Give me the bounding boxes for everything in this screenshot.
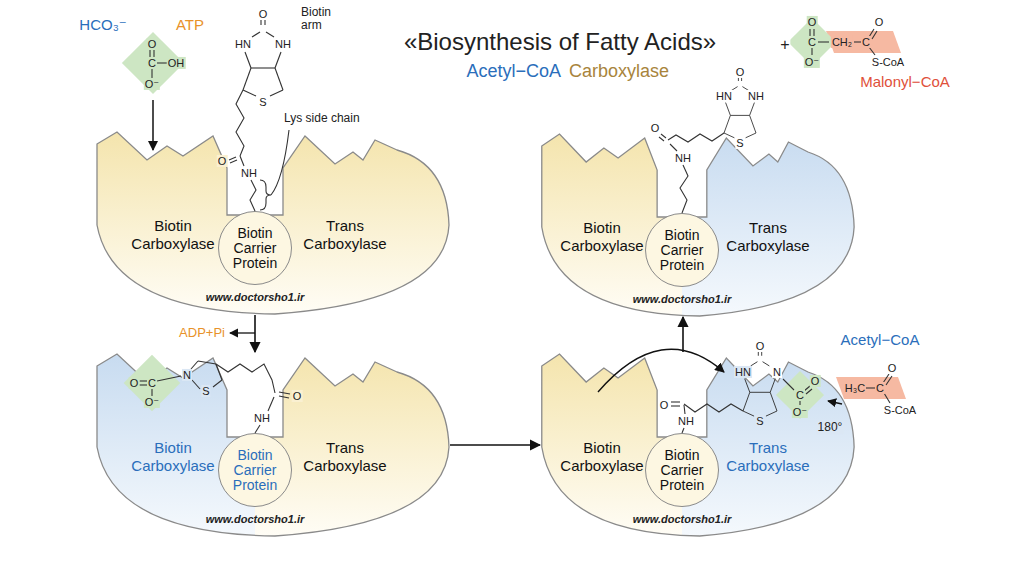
subunit-region: Biotin Carboxylase [123, 439, 223, 475]
subunit-region: Trans Carboxylase [295, 217, 395, 253]
atom-label: NH [677, 415, 695, 427]
watermark: www.doctorsho1.ir [206, 291, 305, 303]
product-label: Malonyl−CoA [859, 74, 951, 91]
atom-label: N [182, 369, 192, 381]
subunit-name: Trans Carboxylase [295, 439, 395, 475]
atom-label: O [292, 390, 303, 402]
atom-label: S-CoA [871, 56, 905, 68]
atom-label: HN [734, 366, 752, 378]
carrier-protein-circle: Biotin Carrier Protein [645, 213, 719, 287]
atom-label: NH [674, 152, 692, 164]
subunit-region: Trans Carboxylase [718, 219, 818, 255]
subunit-name: Trans Carboxylase [718, 439, 818, 475]
carrier-protein-circle: Biotin Carrier Protein [218, 433, 292, 507]
atom-label: C [147, 377, 157, 389]
atom-label: CH₂ [831, 36, 853, 48]
subunit-region: Biotin Carboxylase [552, 439, 652, 475]
subunit-name: Trans Carboxylase [295, 217, 395, 253]
atom-label: O [258, 8, 269, 20]
atom-label: C [795, 389, 805, 401]
atom-label: S [201, 385, 210, 397]
atom-label: O [650, 122, 661, 134]
atom-label: O [874, 16, 885, 28]
atom-label: OH [167, 57, 186, 69]
atom-label: O [217, 155, 228, 167]
atom-label: C [147, 57, 157, 69]
subunit-name: Biotin Carboxylase [552, 219, 652, 255]
subunit-name: Biotin Carrier Protein [653, 448, 711, 493]
enzyme-complex: www.doctorsho1.ir Biotin CarboxylaseBioti… [540, 132, 855, 317]
atom-label: N [772, 366, 782, 378]
subunit-region: Biotin Carboxylase [123, 217, 223, 253]
atom-label: NH [240, 167, 258, 179]
atom-label: O [147, 38, 158, 50]
atom-label: O [129, 377, 140, 389]
atom-label: O⁻ [792, 406, 808, 418]
atom-label: O [887, 362, 898, 374]
callout-label: Lys side chain [283, 112, 361, 125]
atom-label: O [807, 16, 818, 28]
flow-arrow [450, 444, 540, 446]
atom-label: O [659, 399, 670, 411]
watermark: www.doctorsho1.ir [633, 513, 732, 525]
flow-arrow [682, 317, 684, 352]
watermark: www.doctorsho1.ir [633, 293, 732, 305]
enzyme-complex: www.doctorsho1.ir Biotin CarboxylaseBioti… [540, 352, 855, 537]
plus-sign: + [779, 36, 790, 54]
subunit-region: Trans Carboxylase [718, 439, 818, 475]
diagram-title: «Biosynthesis of Fatty Acids» [404, 29, 716, 55]
atom-label: S [735, 137, 744, 149]
subunit-name: Biotin Carrier Protein [226, 226, 284, 271]
reactant-label: HCO₃⁻ [78, 17, 127, 34]
atom-label: O⁻ [144, 396, 160, 408]
subunit-name: Biotin Carrier Protein [226, 448, 284, 493]
atom-label: S [258, 96, 267, 108]
atom-label: NH [253, 412, 271, 424]
subunit-name: Biotin Carboxylase [123, 439, 223, 475]
atom-label: O [755, 340, 766, 352]
atom-label: O [810, 375, 821, 387]
atom-label: S [755, 415, 764, 427]
reactant-label: Acetyl−CoA [840, 332, 921, 349]
atom-label: O⁻ [804, 56, 820, 68]
atom-label: NH [274, 38, 292, 50]
reactant-label: ATP [175, 17, 205, 34]
atom-label: O⁻ [144, 78, 160, 90]
enzyme-complex: www.doctorsho1.ir Biotin CarboxylaseBioti… [95, 130, 450, 315]
subunit-name: Biotin Carboxylase [123, 217, 223, 253]
flow-arrow [254, 315, 256, 352]
subunit-name: Biotin Carboxylase [552, 439, 652, 475]
atom-label: O [735, 66, 746, 78]
subunit-region: Trans Carboxylase [295, 439, 395, 475]
atom-label: C [807, 36, 817, 48]
carrier-protein-circle: Biotin Carrier Protein [645, 433, 719, 507]
subunit-name: Biotin Carrier Protein [653, 228, 711, 273]
angle-label: 180° [817, 421, 844, 434]
subunit-name: Trans Carboxylase [718, 219, 818, 255]
atom-label: HN [234, 38, 252, 50]
callout-label: Biotin arm [300, 6, 346, 32]
subtitle: Acetyl−CoA [465, 62, 562, 82]
watermark: www.doctorsho1.ir [206, 513, 305, 525]
carrier-protein-circle: Biotin Carrier Protein [218, 211, 292, 285]
atom-label: NH [747, 90, 765, 102]
subtitle: Carboxylase [568, 62, 670, 82]
atom-label: H₃C [844, 382, 866, 394]
atom-label: HN [715, 90, 733, 102]
atom-label: C [861, 36, 871, 48]
product-label: ADP+Pi [178, 326, 226, 340]
atom-label: S-CoA [883, 404, 917, 416]
atom-label: C [875, 382, 885, 394]
subunit-region: Biotin Carboxylase [552, 219, 652, 255]
